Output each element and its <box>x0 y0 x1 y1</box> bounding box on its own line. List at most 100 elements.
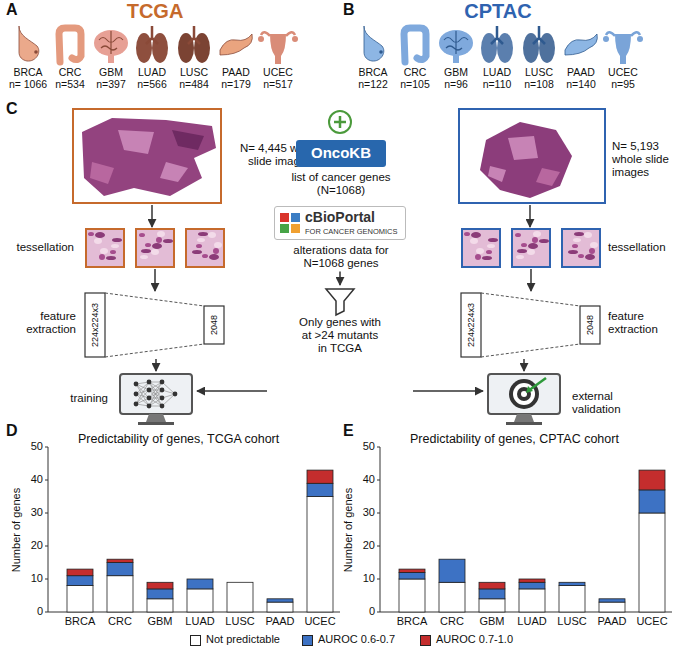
uterus-icon <box>270 34 286 64</box>
drawing-part <box>152 243 162 249</box>
uterus-icon <box>637 36 643 42</box>
drawing-part <box>584 232 592 238</box>
y-axis <box>380 447 381 612</box>
drawing-part <box>100 248 108 254</box>
breast-icon <box>34 50 38 54</box>
step-label: feature extraction <box>8 310 76 336</box>
drawing-part <box>198 232 208 236</box>
drawing-part <box>464 232 470 236</box>
axis-tick <box>377 579 380 580</box>
bar-segment <box>399 579 425 612</box>
bar-segment <box>559 582 585 585</box>
drawing-part <box>204 306 224 344</box>
tick-label: 0 <box>369 605 375 618</box>
category-label: CRC <box>108 615 132 628</box>
drawing-part <box>145 243 151 247</box>
drawing-part <box>516 255 524 259</box>
drawing-part <box>509 379 539 409</box>
logo-subtitle: FOR CANCER GENOMICS <box>305 228 403 237</box>
axis-tick <box>377 546 380 547</box>
drawing-part <box>590 242 598 248</box>
plus-symbol <box>329 111 351 133</box>
bar-chart <box>377 447 672 612</box>
organ-icon <box>481 26 513 63</box>
sample-count: n=140 <box>566 78 596 90</box>
bar-segment <box>267 599 293 602</box>
drawing-part <box>138 422 174 425</box>
drawing-part <box>99 254 105 260</box>
drawing-part <box>106 256 116 260</box>
drawing-part <box>151 249 159 255</box>
drawing-part <box>487 244 495 248</box>
cancer-type: LUAD <box>483 66 511 78</box>
organ-icon <box>178 26 210 63</box>
drawing-part <box>118 130 154 154</box>
organ-icon <box>439 30 473 63</box>
organ-icon <box>59 28 81 62</box>
drawing-part <box>539 239 549 243</box>
tick-label: 50 <box>31 440 43 453</box>
legend-swatch <box>190 635 201 646</box>
cancer-type: LUSC <box>180 66 208 78</box>
lung-icon <box>491 26 503 44</box>
drawing-part <box>149 382 162 406</box>
drawing-part <box>163 239 173 243</box>
lung-icon <box>152 33 168 63</box>
tile-set: tessellation <box>82 228 226 268</box>
uterus-icon <box>292 36 298 42</box>
tick-label: 40 <box>31 473 43 486</box>
slide-count: N= 5,193 whole slide images <box>612 140 676 180</box>
drawing-part <box>471 232 481 238</box>
drawing-part <box>536 168 560 186</box>
feature-extractor: 224x224x32048feature extraction <box>460 292 602 358</box>
drawing-part <box>111 244 119 248</box>
drawing-part <box>585 254 595 260</box>
bar-segment <box>399 569 425 572</box>
category-label: LUAD <box>185 615 214 628</box>
organ-icon <box>19 26 39 61</box>
bar-segment <box>67 586 93 612</box>
drawing-part <box>196 244 202 248</box>
tick-label: 40 <box>363 473 375 486</box>
drawing-part <box>147 388 152 393</box>
drawing-part <box>514 414 534 422</box>
drawing-part <box>461 293 481 357</box>
tick-label: 20 <box>363 539 375 552</box>
drawing-part <box>160 162 188 182</box>
colon-icon <box>59 28 81 62</box>
drawing-part <box>527 249 535 255</box>
drawing-part <box>214 242 222 248</box>
bar-segment <box>107 559 133 562</box>
chart-title: Predictability of genes, TCGA cohort <box>78 432 279 446</box>
tile-set: tessellation <box>458 228 602 268</box>
panel-letter: B <box>343 1 355 19</box>
axis-tick <box>45 447 48 448</box>
bar-segment <box>307 483 333 496</box>
lung-icon <box>539 33 555 63</box>
source-description: alterations data for N=1068 genes <box>276 244 406 270</box>
category-label: UCEC <box>304 615 335 628</box>
drawing-part <box>134 382 139 387</box>
drawing-part <box>147 396 152 401</box>
brain-icon <box>453 54 459 63</box>
drawing-part <box>95 232 105 238</box>
drawing-part <box>572 244 578 248</box>
organ-icon <box>565 34 597 55</box>
organ-icon <box>364 26 384 61</box>
drawing-part <box>141 249 151 253</box>
breast-icon <box>364 26 384 61</box>
drawing-part <box>172 130 204 150</box>
bar-segment <box>599 602 625 612</box>
category-label: LUSC <box>225 615 254 628</box>
flow-arrow <box>413 390 483 392</box>
pancreas-icon <box>220 34 252 55</box>
breast-icon <box>19 26 39 61</box>
bar-segment <box>307 470 333 483</box>
node-drawing <box>484 372 564 426</box>
uterus-icon <box>606 32 640 36</box>
drawing-part <box>517 249 527 253</box>
output-size: 2048 <box>209 315 219 335</box>
bar-chart <box>45 447 340 612</box>
drawing-part <box>506 422 542 425</box>
category-label: LUSC <box>557 615 586 628</box>
